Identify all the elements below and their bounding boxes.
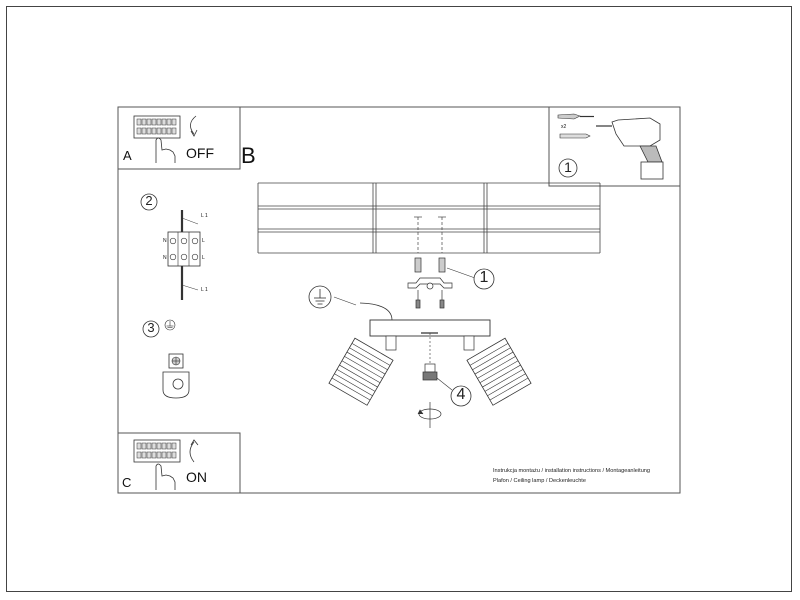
wire-label-l-top: L [202, 238, 205, 244]
panel-a-letter: A [123, 148, 132, 163]
step-4-badge [436, 377, 472, 407]
ground-wire [359, 302, 393, 321]
step-4-number: 4 [456, 386, 466, 403]
rotate-arrow-icon [417, 402, 442, 428]
panel-b-letter: B [241, 143, 256, 168]
panel-c-letter: C [122, 475, 132, 490]
caption-line-1: Instrukcja montażu / installation instru… [493, 468, 651, 474]
step-1-tools-badge [558, 158, 578, 178]
wire-label-n-bottom: N [163, 255, 167, 261]
step-1-mount-number: 1 [479, 269, 489, 286]
on-label: ON [186, 469, 207, 485]
ground-small-icon [164, 319, 176, 331]
drill-icon [596, 117, 664, 180]
screw-icon [422, 363, 438, 381]
wire-label-l-bottom: L [202, 255, 205, 261]
instruction-box [117, 106, 681, 494]
step-1-tools-number: 1 [564, 159, 572, 175]
step-1-mount-badge [446, 267, 495, 290]
right-spotlight [463, 335, 532, 406]
off-label: OFF [186, 145, 214, 161]
drill-holes [414, 216, 446, 253]
wire-label-n-top: N [163, 238, 167, 244]
step-2-number: 2 [145, 193, 153, 208]
quantity-label: x2 [561, 124, 567, 130]
wire-label-l1-bottom: L 1 [201, 287, 208, 293]
step-3-number: 3 [147, 320, 155, 335]
ceiling-panels [257, 182, 601, 254]
left-spotlight [328, 335, 397, 406]
mounting-bracket-icon [407, 257, 453, 309]
ground-symbol-icon [308, 285, 357, 309]
wire-label-l1-top: L 1 [201, 213, 208, 219]
step-2-badge [140, 193, 158, 211]
fuse-box-off-icon [133, 115, 198, 163]
lamp-base [369, 319, 491, 337]
terminal-block-icon [167, 210, 201, 300]
caption-line-2: Plafon / Ceiling lamp / Deckenleuchte [493, 478, 586, 484]
dowel-screw-icon [557, 113, 594, 139]
ground-terminal-icon [162, 353, 190, 399]
fuse-box-on-icon [133, 439, 199, 490]
step-3-badge [142, 320, 160, 338]
page-frame [6, 6, 792, 592]
